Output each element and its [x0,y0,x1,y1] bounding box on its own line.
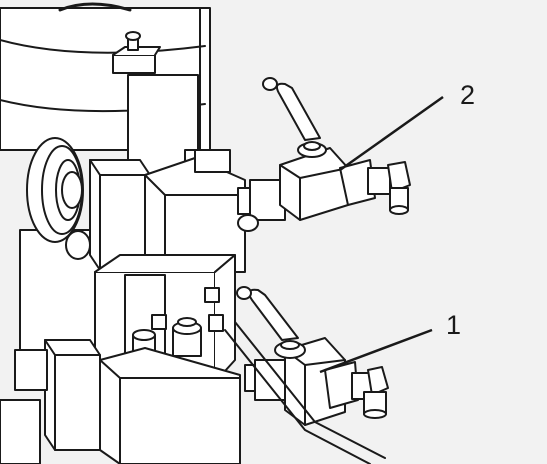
lower-valve-block [0,347,241,464]
leader-line-1 [319,328,433,374]
lower-piping [224,321,386,464]
callout-label-1: 1 [446,310,462,340]
callout-label-2: 2 [460,80,476,110]
leader-line-2 [339,95,444,172]
upper-valve-block [144,149,246,273]
lower-ball-valve [236,286,389,426]
top-mount-bolt [112,31,161,74]
upper-solenoid-coil [61,159,151,271]
upper-ball-valve [237,77,411,232]
